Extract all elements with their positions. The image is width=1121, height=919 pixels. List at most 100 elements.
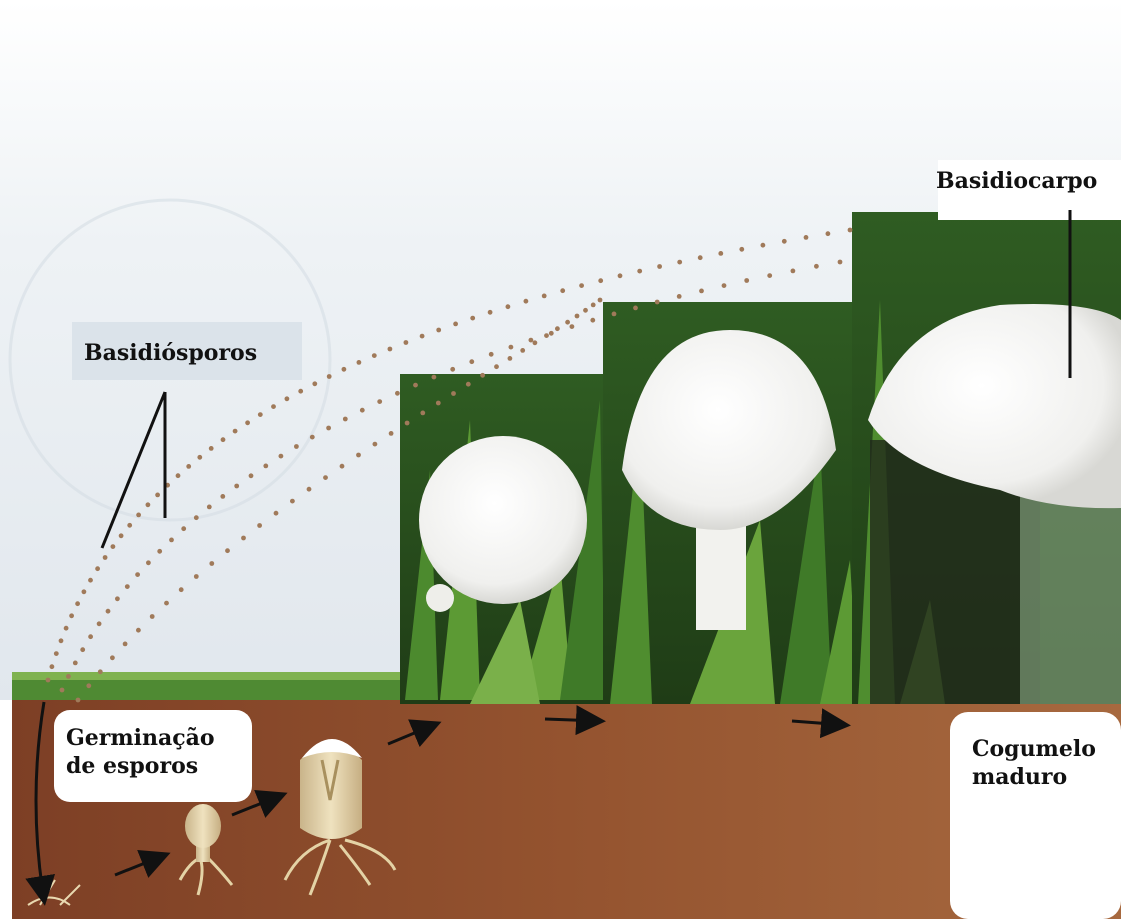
spore-dot bbox=[848, 228, 853, 233]
spore-dot bbox=[220, 494, 225, 499]
spore-dot bbox=[395, 391, 400, 396]
spore-dot bbox=[544, 333, 549, 338]
spore-dot bbox=[125, 584, 130, 589]
spore-dot bbox=[66, 674, 71, 679]
spore-dot bbox=[565, 320, 570, 325]
spore-dot bbox=[698, 255, 703, 260]
spore-dot bbox=[388, 347, 393, 352]
spore-dot bbox=[179, 587, 184, 592]
spore-dot bbox=[598, 278, 603, 283]
spore-dot bbox=[340, 464, 345, 469]
spore-dot bbox=[718, 251, 723, 256]
spore-dot bbox=[657, 264, 662, 269]
spore-dot bbox=[450, 367, 455, 372]
spore-dot bbox=[155, 493, 160, 498]
spore-dot bbox=[169, 538, 174, 543]
spores-label: Basidiósporos bbox=[84, 340, 257, 368]
spore-dot bbox=[575, 314, 580, 319]
spore-dot bbox=[494, 364, 499, 369]
spore-dot bbox=[342, 367, 347, 372]
spore-dot bbox=[176, 473, 181, 478]
spore-dot bbox=[542, 294, 547, 299]
germination-label-line2: de esporos bbox=[66, 753, 215, 781]
photo-young-stage bbox=[603, 302, 858, 704]
spore-dot bbox=[73, 661, 78, 666]
spore-dot bbox=[633, 306, 638, 311]
spore-dot bbox=[520, 348, 525, 353]
spore-dot bbox=[194, 574, 199, 579]
spore-dot bbox=[637, 269, 642, 274]
spore-dot bbox=[76, 698, 81, 703]
spore-dot bbox=[146, 560, 151, 565]
spore-dot bbox=[699, 289, 704, 294]
spore-dot bbox=[677, 294, 682, 299]
spore-dot bbox=[127, 523, 132, 528]
spore-dot bbox=[343, 417, 348, 422]
spore-dot bbox=[82, 589, 87, 594]
spore-dot bbox=[555, 326, 560, 331]
spore-dot bbox=[86, 683, 91, 688]
spore-dot bbox=[136, 513, 141, 518]
spore-dot bbox=[186, 464, 191, 469]
mature-mushroom-label: Cogumelo maduro bbox=[972, 736, 1096, 791]
spore-dot bbox=[307, 487, 312, 492]
spore-dot bbox=[739, 247, 744, 252]
spore-dot bbox=[469, 359, 474, 364]
spore-dot bbox=[115, 596, 120, 601]
spore-dot bbox=[123, 642, 128, 647]
spore-dot bbox=[356, 453, 361, 458]
spore-dot bbox=[181, 526, 186, 531]
spore-dot bbox=[436, 328, 441, 333]
spore-dot bbox=[323, 475, 328, 480]
germination-label-line1: Germinação bbox=[66, 725, 215, 753]
spore-dot bbox=[677, 260, 682, 265]
spore-dot bbox=[106, 609, 111, 614]
spore-dot bbox=[791, 269, 796, 274]
spore-dot bbox=[271, 404, 276, 409]
spore-dot bbox=[405, 421, 410, 426]
spore-dot bbox=[782, 239, 787, 244]
spore-dot bbox=[241, 536, 246, 541]
spore-dot bbox=[257, 523, 262, 528]
spore-dot bbox=[157, 549, 162, 554]
spore-dot bbox=[373, 442, 378, 447]
spore-dot bbox=[579, 283, 584, 288]
spore-dot bbox=[80, 647, 85, 652]
spore-dot bbox=[258, 412, 263, 417]
spore-dot bbox=[372, 353, 377, 358]
spore-dot bbox=[529, 338, 534, 343]
spore-dot bbox=[549, 331, 554, 336]
spore-dot bbox=[98, 669, 103, 674]
spore-dot bbox=[432, 375, 437, 380]
spore-dot bbox=[489, 352, 494, 357]
spore-dot bbox=[274, 511, 279, 516]
spore-dot bbox=[95, 566, 100, 571]
spore-dot bbox=[245, 420, 250, 425]
spore-dot bbox=[598, 298, 603, 303]
spore-dot bbox=[209, 446, 214, 451]
spore-dot bbox=[294, 444, 299, 449]
germination-label: Germinação de esporos bbox=[66, 725, 215, 780]
spore-dot bbox=[453, 322, 458, 327]
spore-dot bbox=[290, 499, 295, 504]
spore-dot bbox=[761, 243, 766, 248]
spore-dot bbox=[570, 324, 575, 329]
spore-dot bbox=[312, 381, 317, 386]
spore-dot bbox=[655, 300, 660, 305]
spore-dot bbox=[436, 401, 441, 406]
spore-dot bbox=[744, 278, 749, 283]
spore-dot bbox=[310, 435, 315, 440]
spore-dot bbox=[404, 340, 409, 345]
spore-dot bbox=[326, 426, 331, 431]
mature-label-line1: Cogumelo bbox=[972, 736, 1096, 764]
spore-dot bbox=[509, 345, 514, 350]
spore-dot bbox=[146, 502, 151, 507]
spore-dot bbox=[209, 561, 214, 566]
spore-dot bbox=[263, 464, 268, 469]
spore-dot bbox=[59, 638, 64, 643]
spore-dot bbox=[285, 396, 290, 401]
spore-dot bbox=[804, 235, 809, 240]
spore-dot bbox=[279, 454, 284, 459]
spore-dot bbox=[377, 399, 382, 404]
spore-dot bbox=[135, 572, 140, 577]
